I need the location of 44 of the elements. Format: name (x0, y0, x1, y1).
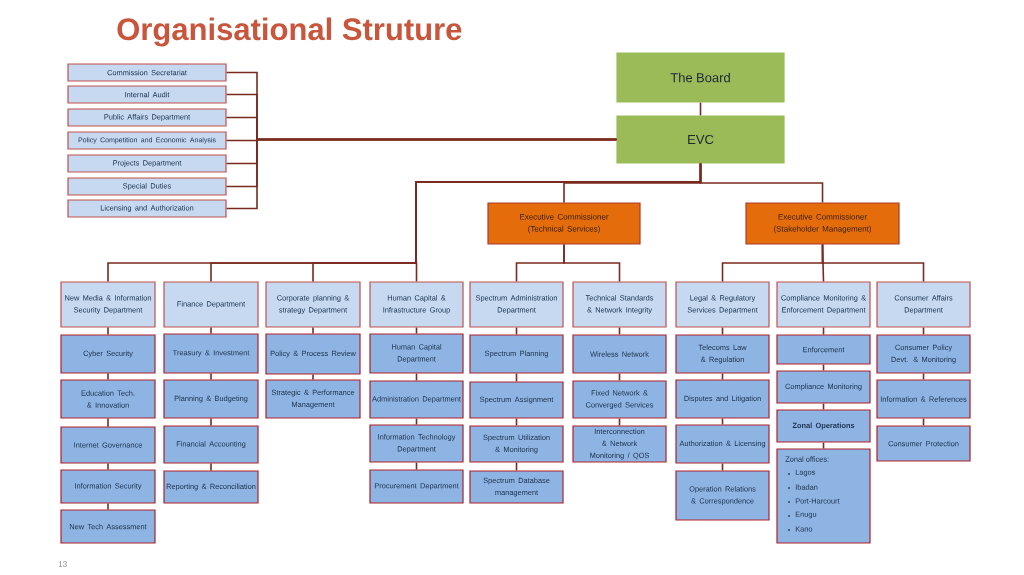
page-number: 13 (58, 561, 67, 567)
connector-line (822, 363, 825, 372)
connector-line (210, 326, 212, 335)
connector-line (312, 326, 314, 335)
connector-line (415, 326, 418, 335)
connector-line (107, 417, 109, 428)
connector-line (721, 462, 724, 472)
connector-line (515, 461, 518, 472)
connector-line (515, 326, 518, 336)
connector-line (563, 243, 621, 283)
title: Organisational Struture (117, 17, 462, 47)
commissioner-box: Executive Commissioner (Technical Services) (487, 202, 641, 245)
connector-line (415, 461, 418, 471)
connector-line (225, 138, 618, 210)
connector-line (821, 243, 925, 283)
board-box: EVC (616, 115, 785, 164)
connector-line (107, 502, 109, 511)
board-box: The Board (616, 52, 785, 103)
connector-line (922, 372, 925, 381)
connector-line (822, 441, 825, 450)
connector-line (922, 326, 925, 336)
connector-line (822, 402, 825, 411)
connector-line (721, 326, 724, 336)
connector-line (618, 326, 621, 336)
connector-line (415, 162, 702, 283)
connector-line (107, 326, 109, 336)
connector-line (721, 417, 724, 426)
connector-line (107, 372, 109, 381)
connector-line (618, 417, 621, 427)
connector-line (107, 462, 109, 471)
connector-line (922, 417, 925, 427)
commissioner-box: Executive Commissioner (Stakeholder Management) (745, 202, 900, 245)
connector-line (210, 462, 212, 472)
connector-line (515, 417, 518, 427)
connector-line (618, 372, 621, 382)
connector-line (515, 372, 518, 383)
connector-line (699, 101, 702, 117)
connector-line (721, 372, 724, 381)
connector-line (415, 417, 418, 426)
connector-line (312, 373, 314, 381)
connector-line (415, 372, 418, 382)
connector-line (210, 372, 212, 381)
connector-line (210, 417, 212, 427)
connector-line (822, 326, 825, 336)
